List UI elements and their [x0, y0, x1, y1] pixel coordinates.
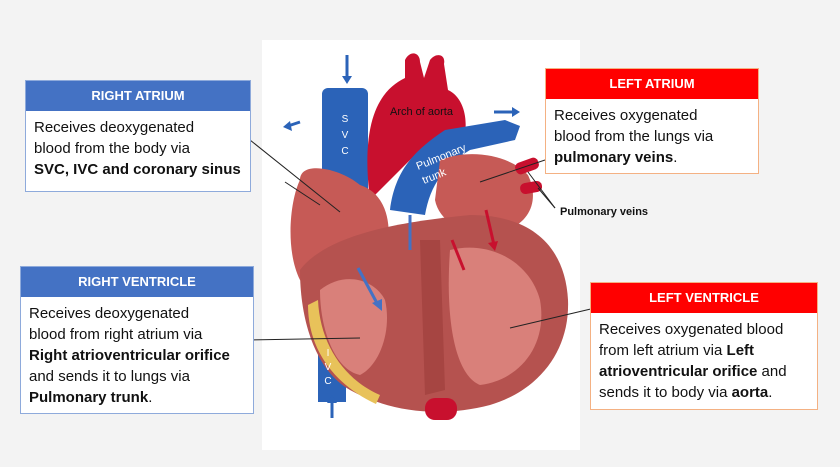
ivc-letter-1: I — [327, 348, 330, 359]
right-atrium-line1: Receives deoxygenated — [34, 119, 195, 136]
left-atrium-line1: Receives oxygenated — [554, 107, 698, 124]
left-ventricle-line4: sends it to body via — [599, 384, 732, 401]
right-ventricle-line3: and sends it to lungs via — [29, 368, 190, 385]
right-ventricle-title: RIGHT VENTRICLE — [21, 267, 253, 297]
right-atrium-bold: SVC, IVC and coronary sinus — [34, 161, 241, 178]
left-ventricle-bold1b: atrioventricular orifice — [599, 363, 758, 380]
left-ventricle-line2: from left atrium via — [599, 342, 727, 359]
left-atrium-line2: blood from the lungs via — [554, 128, 714, 145]
ivc-letter-3: C — [324, 376, 331, 387]
left-atrium-bold: pulmonary veins — [554, 149, 674, 166]
right-atrium-card: RIGHT ATRIUM Receives deoxygenated blood… — [25, 80, 251, 192]
svc-letter-1: S — [342, 114, 349, 125]
right-atrium-line2: blood from the body via — [34, 140, 190, 157]
left-ventricle-card: LEFT VENTRICLE Receives oxygenated blood… — [590, 282, 818, 410]
svc-vessel — [322, 88, 368, 198]
left-ventricle-title: LEFT VENTRICLE — [591, 283, 817, 313]
right-ventricle-line1: Receives deoxygenated — [29, 305, 190, 322]
right-ventricle-end: . — [148, 389, 153, 406]
left-atrium-end: . — [673, 149, 678, 166]
arch-of-aorta-label: Arch of aorta — [390, 106, 454, 118]
leader-lines — [249, 139, 596, 341]
left-atrium-title: LEFT ATRIUM — [546, 69, 758, 99]
pulmonary-veins-label: Pulmonary veins — [560, 206, 648, 218]
right-ventricle-card: RIGHT VENTRICLE Receives deoxygenated bl… — [20, 266, 254, 414]
aorta-arch — [367, 53, 466, 200]
right-ventricle-bold1: Right atrioventricular orifice — [29, 347, 230, 364]
pulmonary-trunk — [390, 120, 520, 215]
flow-arrows — [283, 55, 520, 418]
left-atrium-card: LEFT ATRIUM Receives oxygenated blood fr… — [545, 68, 759, 174]
left-ventricle-end: . — [768, 384, 773, 401]
svc-letter-3: C — [341, 146, 348, 157]
right-ventricle-bold2: Pulmonary trunk — [29, 389, 149, 406]
left-ventricle-line1: Receives oxygenated blood — [599, 321, 784, 338]
left-atrium-shape — [435, 154, 533, 234]
right-atrium-title: RIGHT ATRIUM — [26, 81, 250, 111]
left-ventricle-bold1: Left — [726, 342, 755, 359]
ivc-letter-2: V — [325, 362, 332, 373]
right-ventricle-line2: blood from right atrium via — [29, 326, 203, 343]
left-ventricle-line3: and — [757, 363, 787, 380]
left-ventricle-bold2: aorta — [731, 384, 769, 401]
svc-letter-2: V — [342, 130, 349, 141]
